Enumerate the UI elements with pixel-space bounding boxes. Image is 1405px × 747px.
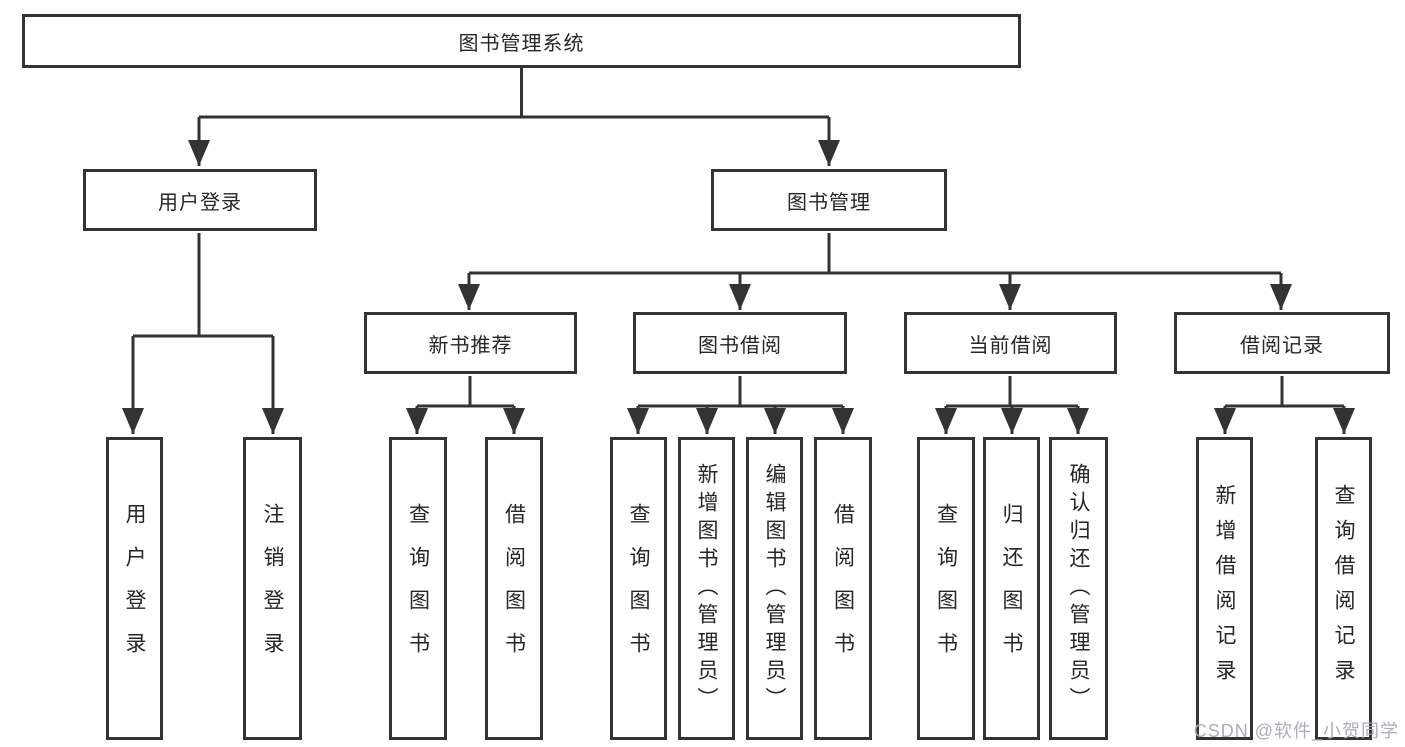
node-borrow-records-label: 借阅记录 (1240, 334, 1324, 357)
connector-user-login-split (122, 233, 284, 434)
node-book-mgmt-label: 图书管理 (787, 191, 871, 214)
node-root: 图书管理系统 (22, 14, 1021, 68)
leaf-user-login-label: 用户登录 (123, 502, 146, 675)
connector-current-split (935, 376, 1089, 434)
connector-new-book-split (406, 376, 525, 434)
leaf-current-confirm-return: 确认归还（管理员） (1049, 437, 1108, 740)
node-new-book-rec-label: 新书推荐 (428, 334, 513, 357)
connector-records-split (1214, 376, 1355, 434)
leaf-logout-label: 注销登录 (261, 502, 284, 675)
leaf-records-add: 新增借阅记录 (1196, 437, 1253, 740)
connector-book-mgmt-split (458, 233, 1292, 310)
leaf-newbook-query-label: 查询图书 (406, 502, 430, 675)
node-book-mgmt: 图书管理 (711, 169, 947, 231)
leaf-logout: 注销登录 (243, 437, 302, 740)
leaf-borrow-add-book: 新增图书（管理员） (678, 437, 735, 740)
leaf-borrow-edit-book: 编辑图书（管理员） (746, 437, 803, 740)
leaf-borrow-borrow-book: 借阅图书 (814, 437, 872, 740)
leaf-newbook-borrow-label: 借阅图书 (502, 502, 526, 675)
leaf-borrow-query: 查询图书 (610, 437, 667, 740)
leaf-current-return-label: 归还图书 (1000, 502, 1023, 675)
leaf-borrow-add-book-label: 新增图书（管理员） (695, 462, 718, 715)
leaf-current-confirm-return-label: 确认归还（管理员） (1067, 462, 1090, 715)
node-user-login: 用户登录 (83, 169, 317, 231)
node-current-borrow-label: 当前借阅 (968, 334, 1053, 357)
node-book-borrow: 图书借阅 (633, 312, 847, 374)
leaf-borrow-borrow-book-label: 借阅图书 (831, 502, 855, 675)
node-user-login-label: 用户登录 (158, 191, 242, 214)
leaf-newbook-borrow: 借阅图书 (485, 437, 543, 740)
leaf-newbook-query: 查询图书 (389, 437, 447, 740)
leaf-records-add-label: 新增借阅记录 (1213, 483, 1236, 694)
node-current-borrow: 当前借阅 (904, 312, 1117, 374)
watermark: CSDN @软件_小贺同学 (1193, 721, 1399, 741)
leaf-borrow-query-label: 查询图书 (627, 502, 650, 675)
leaf-current-query: 查询图书 (917, 437, 975, 740)
connector-root-split (188, 68, 840, 166)
node-borrow-records: 借阅记录 (1174, 312, 1390, 374)
leaf-current-query-label: 查询图书 (934, 502, 958, 675)
node-book-borrow-label: 图书借阅 (698, 334, 782, 357)
leaf-records-query: 查询借阅记录 (1315, 437, 1372, 740)
leaf-current-return: 归还图书 (983, 437, 1040, 740)
node-new-book-rec: 新书推荐 (364, 312, 577, 374)
leaf-borrow-edit-book-label: 编辑图书（管理员） (763, 462, 786, 715)
leaf-user-login: 用户登录 (106, 437, 163, 740)
leaf-records-query-label: 查询借阅记录 (1332, 483, 1355, 694)
node-root-label: 图书管理系统 (458, 32, 585, 55)
connector-borrow-split (627, 376, 854, 434)
